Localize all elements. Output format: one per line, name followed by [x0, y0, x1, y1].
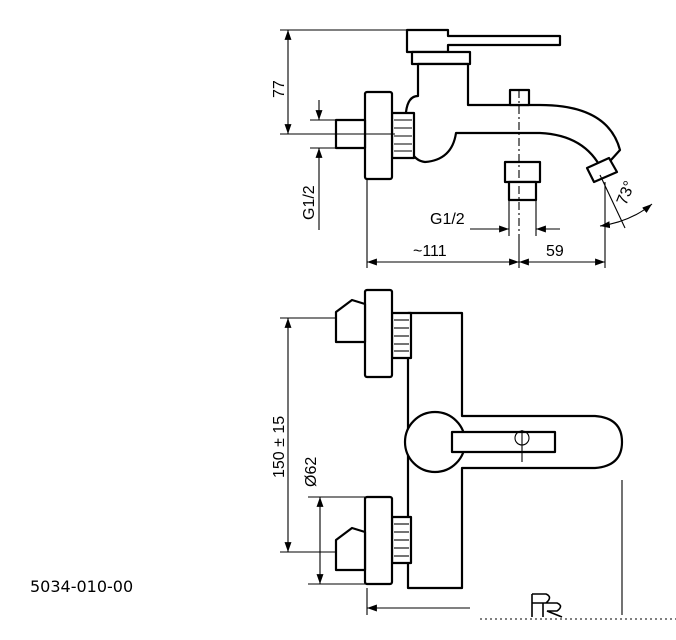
top-view-dimensions	[280, 317, 623, 615]
dim-diameter-62: Ø62	[303, 457, 320, 487]
dim-angle-73: 73°	[614, 179, 639, 208]
product-code: 5034-010-00	[30, 577, 134, 596]
side-view-dimensions	[280, 29, 653, 268]
dim-center-150: 150 ± 15	[271, 416, 288, 478]
dim-width-111: ~111	[413, 243, 447, 260]
brand-logo	[480, 593, 676, 620]
dim-thread-left: G1/2	[301, 185, 318, 220]
dim-reach-59: 59	[546, 243, 564, 260]
dim-thread-bottom: G1/2	[430, 211, 465, 228]
dim-height-77: 77	[271, 80, 288, 98]
top-view	[334, 288, 624, 590]
